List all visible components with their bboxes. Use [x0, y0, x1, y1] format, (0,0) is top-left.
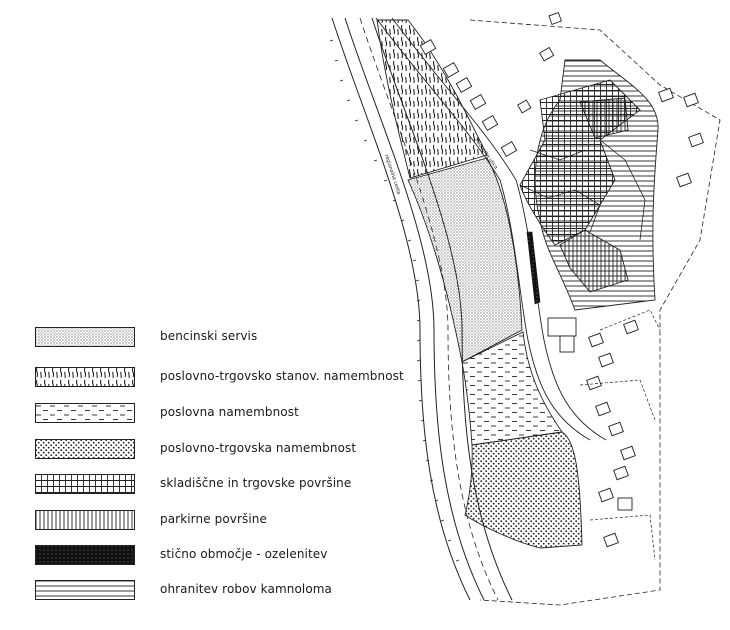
zone-parking: [559, 229, 629, 293]
zone-parking-2: [579, 97, 629, 139]
legend-swatch-contact-green: [35, 545, 135, 565]
legend-swatch-quarry-edge: [35, 580, 135, 600]
legend-label: poslovno-trgovska namembnost: [160, 441, 357, 455]
legend-swatch-business-commercial: [35, 439, 135, 459]
legend-swatch-business: [35, 403, 135, 423]
zone-business-commercial-residential: [376, 19, 488, 179]
site-boundary: [469, 19, 721, 606]
legend-swatch-parking: [35, 510, 135, 530]
main-road-label: regionalna cesta: [383, 154, 402, 195]
legend-label: skladiščne in trgovske površine: [160, 476, 352, 490]
legend-label: parkirne površine: [160, 512, 267, 526]
legend-label: poslovna namembnost: [160, 405, 299, 419]
main-road-ticks: [329, 39, 460, 562]
zone-contact-green: [526, 231, 541, 305]
legend-label: ohranitev robov kamnoloma: [160, 582, 333, 596]
lot-lines: [519, 139, 646, 241]
legend-label: poslovno-trgovsko stanov. namembnost: [160, 369, 404, 383]
zone-fuel-station: [407, 157, 523, 363]
legend-label: stično območje - ozelenitev: [160, 547, 328, 561]
legend-swatch-business-commercial-residential: [35, 367, 135, 387]
fence-lines: [579, 309, 661, 561]
legend-swatch-storage-commercial: [35, 474, 135, 494]
legend-label: bencinski servis: [160, 329, 258, 343]
zone-business-commercial: [464, 431, 583, 549]
buildings: [419, 11, 704, 548]
legend-swatch-fuel-station: [35, 327, 135, 347]
